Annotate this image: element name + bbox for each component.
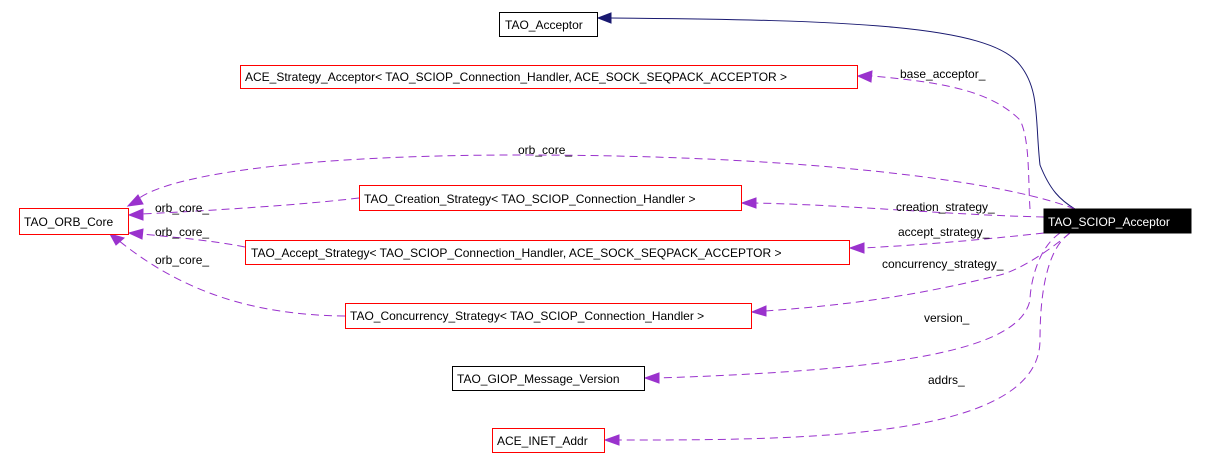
arrowhead-icon bbox=[596, 12, 612, 24]
edge-label-orb-core: orb_core_ bbox=[518, 143, 572, 157]
edge-label-orb-core: orb_core_ bbox=[155, 253, 209, 267]
edge-label-concurrency-strategy: concurrency_strategy_ bbox=[882, 257, 1004, 271]
node-label: TAO_SCIOP_Acceptor bbox=[1048, 215, 1170, 229]
orb-core-creation-edge bbox=[141, 197, 360, 215]
edge-label-orb-core: orb_core_ bbox=[155, 225, 209, 239]
edge-label-accept-strategy: accept_strategy_ bbox=[898, 225, 990, 239]
arrowhead-icon bbox=[643, 372, 660, 384]
node-label: ACE_Strategy_Acceptor< TAO_SCIOP_Connect… bbox=[245, 70, 787, 84]
node-label: TAO_Creation_Strategy< TAO_SCIOP_Connect… bbox=[364, 192, 696, 206]
accept-strategy-edge bbox=[862, 232, 1045, 249]
node-label: TAO_Acceptor bbox=[505, 18, 583, 32]
node-tao-accept-strategy[interactable]: TAO_Accept_Strategy< TAO_SCIOP_Connectio… bbox=[245, 240, 850, 265]
edge-label-orb-core: orb_core_ bbox=[155, 201, 209, 215]
creation-strategy-edge bbox=[754, 202, 1045, 218]
node-tao-concurrency-strategy[interactable]: TAO_Concurrency_Strategy< TAO_SCIOP_Conn… bbox=[345, 303, 752, 329]
node-label: ACE_INET_Addr bbox=[497, 434, 588, 448]
edge-label-creation-strategy: creation_strategy_ bbox=[896, 200, 995, 214]
edge-labels: base_acceptor_ orb_core_ orb_core_ orb_c… bbox=[155, 67, 1004, 387]
edges bbox=[108, 12, 1076, 446]
edge-label-base-acceptor: base_acceptor_ bbox=[900, 67, 986, 81]
arrowhead-icon bbox=[126, 194, 144, 207]
node-tao-creation-strategy[interactable]: TAO_Creation_Strategy< TAO_SCIOP_Connect… bbox=[359, 185, 742, 211]
orb-core-accept-edge bbox=[141, 233, 246, 248]
node-label: TAO_GIOP_Message_Version bbox=[457, 372, 620, 386]
edge-label-version: version_ bbox=[924, 311, 970, 325]
arrowhead-icon bbox=[740, 197, 757, 209]
arrowhead-icon bbox=[856, 70, 873, 83]
node-label: TAO_Concurrency_Strategy< TAO_SCIOP_Conn… bbox=[350, 309, 704, 323]
arrowhead-icon bbox=[750, 305, 767, 317]
node-tao-sciop-acceptor: TAO_SCIOP_Acceptor bbox=[1043, 208, 1192, 234]
arrowhead-icon bbox=[108, 233, 126, 246]
node-label: TAO_ORB_Core bbox=[24, 215, 113, 229]
orb-core-concurrency-edge bbox=[117, 239, 346, 317]
edge-label-addrs: addrs_ bbox=[928, 373, 965, 387]
orb-core-top-edge bbox=[137, 154, 1076, 210]
arrowhead-icon bbox=[127, 208, 144, 221]
node-tao-orb-core[interactable]: TAO_ORB_Core bbox=[19, 208, 129, 235]
node-ace-inet-addr[interactable]: ACE_INET_Addr bbox=[492, 428, 605, 453]
node-label: TAO_Accept_Strategy< TAO_SCIOP_Connectio… bbox=[251, 246, 781, 260]
arrowhead-icon bbox=[127, 228, 144, 240]
arrowhead-icon bbox=[603, 434, 620, 446]
addrs-edge bbox=[617, 232, 1071, 441]
node-ace-strategy-acceptor[interactable]: ACE_Strategy_Acceptor< TAO_SCIOP_Connect… bbox=[240, 65, 858, 89]
arrowhead-icon bbox=[848, 242, 865, 254]
node-tao-giop-message-version[interactable]: TAO_GIOP_Message_Version bbox=[452, 366, 645, 391]
base-acceptor-edge bbox=[871, 75, 1031, 210]
version-edge bbox=[657, 232, 1061, 379]
node-tao-acceptor[interactable]: TAO_Acceptor bbox=[499, 12, 598, 37]
inheritance-edge bbox=[609, 17, 1076, 210]
